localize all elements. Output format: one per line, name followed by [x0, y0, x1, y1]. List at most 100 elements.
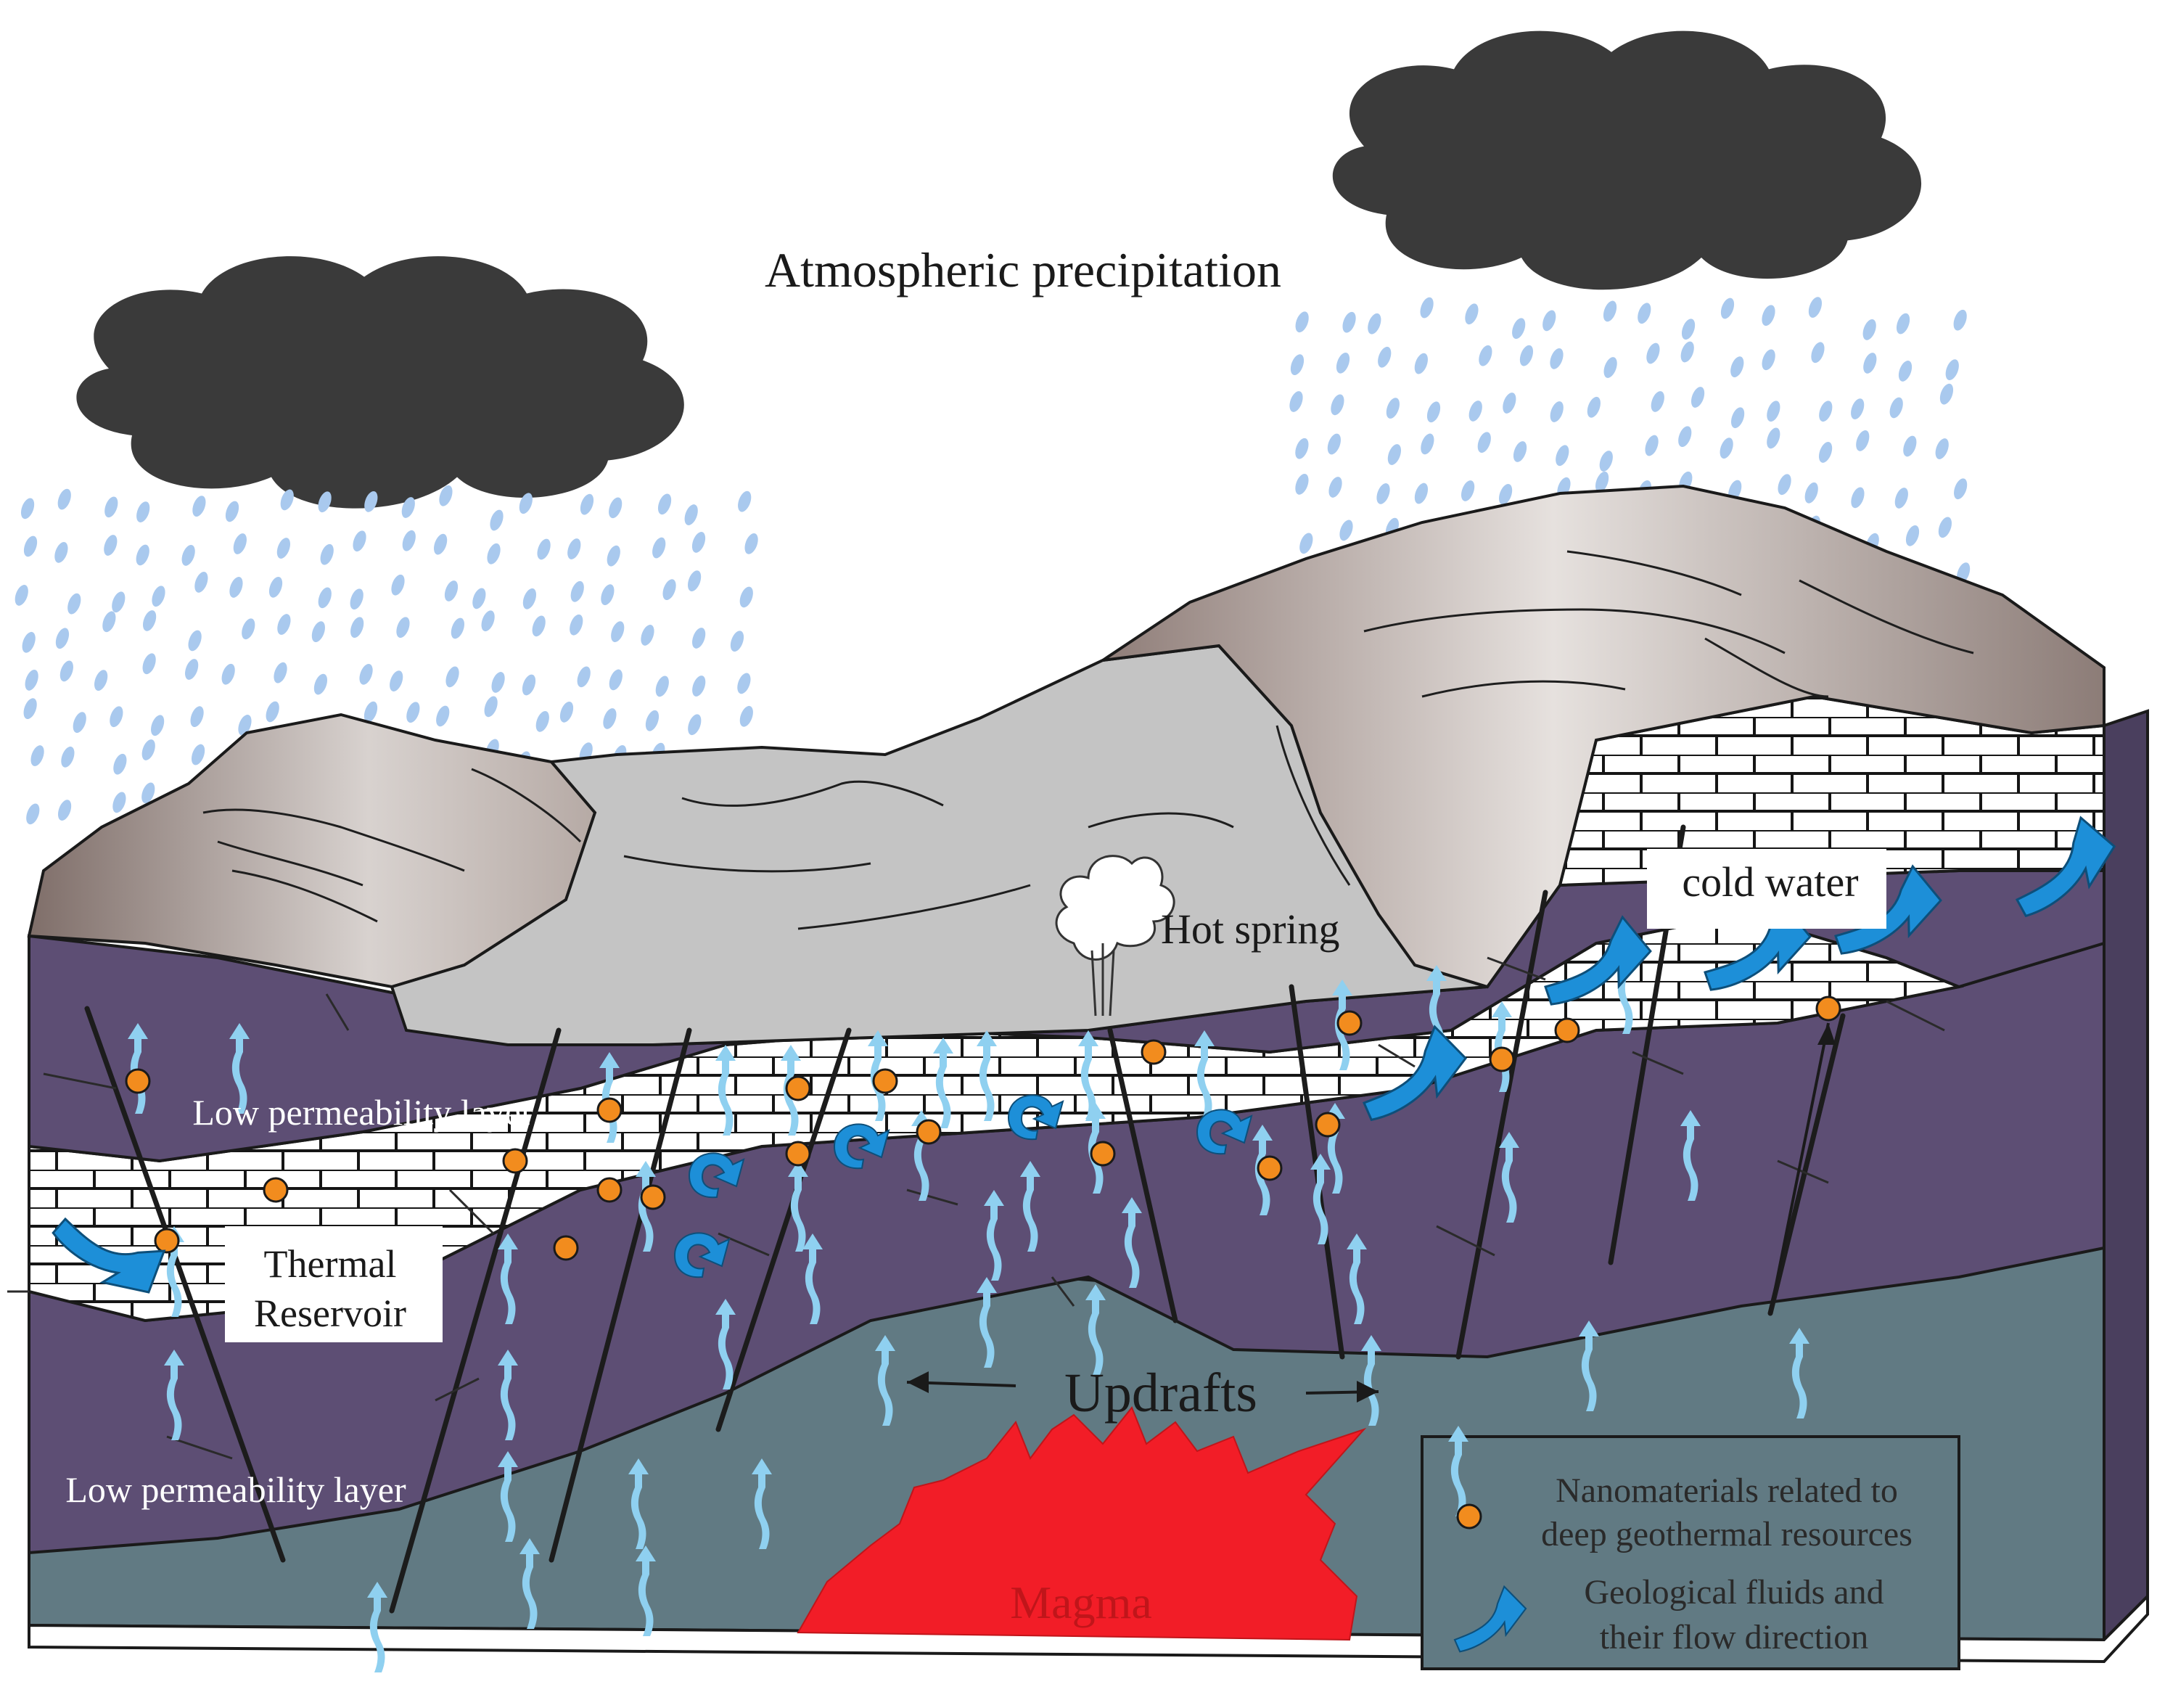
raindrop-icon [1808, 297, 1823, 318]
legend-fluids-line1: Geological fluids and [1584, 1573, 1883, 1611]
raindrop-icon [1862, 319, 1876, 340]
raindrop-icon [641, 625, 654, 646]
raindrop-icon [104, 496, 118, 518]
raindrop-icon [744, 533, 758, 554]
raindrop-icon [434, 533, 448, 555]
raindrop-icon [59, 660, 73, 682]
raindrop-icon [1420, 297, 1434, 319]
raindrop-icon [1720, 438, 1733, 459]
raindrop-icon [1945, 359, 1959, 380]
raindrop-icon [1421, 433, 1434, 455]
raindrop-icon [61, 746, 75, 768]
raindrop-icon [192, 496, 206, 517]
raindrop-icon [1299, 533, 1313, 554]
raindrop-icon [1638, 303, 1651, 324]
raindrop-icon [181, 545, 195, 566]
raindrop-icon [601, 584, 615, 606]
raindrop-icon [102, 611, 116, 633]
raindrop-icon [739, 705, 753, 727]
raindrop-icon [570, 580, 584, 602]
raindrop-icon [1896, 313, 1910, 334]
raindrop-icon [662, 579, 676, 601]
orange-dot-icon [125, 1068, 151, 1094]
raindrop-icon [136, 544, 149, 566]
orange-dot-icon [1815, 995, 1841, 1022]
raindrop-icon [737, 673, 751, 694]
lower-low-permeability-label: Low permeability layer [65, 1469, 406, 1510]
thin-updraft-line [1769, 1022, 1830, 1314]
raindrop-icon [152, 586, 165, 607]
raindrop-icon [112, 591, 126, 613]
raindrop-icon [1819, 401, 1833, 422]
raindrop-icon [1938, 517, 1952, 538]
raindrop-icon [1767, 401, 1780, 422]
raindrop-icon [320, 543, 334, 565]
raindrop-icon [1646, 342, 1660, 364]
raindrop-icon [1903, 435, 1917, 457]
raindrop-icon [57, 800, 72, 821]
cloud-right [1332, 30, 1922, 290]
raindrop-icon [364, 490, 378, 512]
raindrop-icon [1651, 391, 1664, 412]
orange-dot-icon [553, 1235, 579, 1261]
raindrop-icon [225, 501, 239, 522]
raindrop-icon [487, 543, 501, 564]
orange-dot-icon [916, 1119, 942, 1145]
raindrop-icon [491, 672, 505, 693]
raindrop-icon [1295, 311, 1309, 333]
raindrop-icon [688, 714, 702, 736]
raindrop-icon [1342, 311, 1356, 333]
raindrop-icon [1461, 480, 1475, 501]
raindrop-icon [1477, 432, 1491, 453]
raindrop-icon [1468, 401, 1482, 422]
legend-box [1421, 1435, 1960, 1670]
raindrop-icon [73, 712, 86, 733]
raindrop-icon [1386, 398, 1400, 419]
raindrop-icon [221, 663, 235, 685]
raindrop-icon [1290, 354, 1305, 376]
orange-dot-icon [502, 1148, 528, 1174]
raindrop-icon [1954, 478, 1968, 500]
raindrop-icon [1851, 398, 1865, 419]
raindrop-icon [318, 491, 332, 513]
raindrop-icon [188, 630, 202, 652]
raindrop-icon [113, 753, 127, 775]
raindrop-icon [1376, 483, 1390, 504]
raindrop-icon [655, 676, 669, 697]
raindrop-icon [313, 673, 328, 695]
raindrop-icon [611, 621, 625, 642]
thin-updraft-arrowhead [1817, 1023, 1836, 1045]
raindrop-icon [1939, 383, 1954, 405]
raindrop-icon [1935, 438, 1949, 459]
raindrop-icon [1690, 387, 1705, 408]
raindrop-icon [1426, 401, 1441, 423]
raindrop-icon [350, 588, 363, 610]
raindrop-icon [57, 488, 71, 510]
orange-dot-icon [872, 1068, 898, 1094]
raindrop-icon [1550, 401, 1564, 422]
raindrop-icon [567, 538, 581, 559]
updrafts-arrows-pair [906, 1371, 1379, 1403]
raindrop-icon [522, 588, 537, 609]
precipitation-label: Atmospheric precipitation [765, 242, 1281, 297]
raindrop-icon [1863, 353, 1877, 374]
raindrop-icon [1519, 345, 1534, 366]
raindrop-icon [142, 610, 157, 631]
raindrop-icon [276, 538, 290, 559]
raindrop-icon [1387, 444, 1401, 465]
upper-low-permeability-label: Low permeability layer [192, 1092, 533, 1133]
raindrop-icon [25, 670, 38, 691]
raindrop-icon [444, 580, 459, 602]
raindrop-icon [1603, 357, 1617, 378]
legend-nanomaterials-line1: Nanomaterials related to [1556, 1471, 1898, 1510]
raindrop-icon [609, 669, 623, 691]
raindrop-icon [1289, 391, 1303, 412]
raindrop-icon [1327, 433, 1341, 455]
raindrop-icon [390, 670, 403, 691]
raindrop-icon [396, 617, 410, 639]
raindrop-icon [692, 676, 706, 697]
right-mountain [1101, 484, 2106, 989]
orange-dot-icon [596, 1177, 623, 1203]
raindrop-icon [280, 489, 294, 511]
